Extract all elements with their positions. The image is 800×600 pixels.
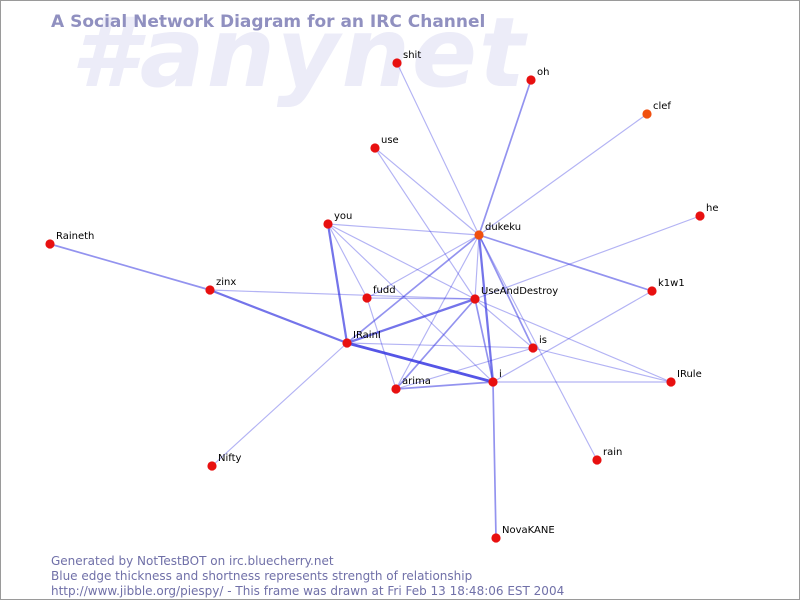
- node-dukeku: [474, 230, 484, 240]
- node-label-he: he: [706, 203, 719, 214]
- edge-use-dukeku: [374, 147, 480, 236]
- channel-watermark: #anynet: [71, 0, 527, 109]
- node-label-NovaKANE: NovaKANE: [502, 525, 555, 536]
- edge-you-UseAndDestroy: [327, 223, 476, 300]
- edge-dukeku-UseAndDestroy: [474, 234, 480, 300]
- node-label-UseAndDestroy: UseAndDestroy: [481, 286, 558, 297]
- node-label-arima: arima: [402, 376, 431, 387]
- node-label-IRule: IRule: [677, 369, 702, 380]
- edge-dukeku-fudd: [366, 234, 480, 299]
- node-fudd: [362, 293, 372, 303]
- node-zinx: [205, 285, 215, 295]
- node-you: [323, 219, 333, 229]
- node-label-Raineth: Raineth: [56, 231, 94, 242]
- node-label-clef: clef: [653, 101, 671, 112]
- node-rain: [592, 455, 602, 465]
- edge-zinx-IRainI: [208, 288, 349, 345]
- edge-is-IRule: [532, 347, 672, 383]
- footer-legend-note: Blue edge thickness and shortness repres…: [51, 569, 473, 583]
- edge-you-fudd: [327, 223, 368, 299]
- node-NovaKANE: [491, 533, 501, 543]
- node-is: [528, 343, 538, 353]
- node-clef: [642, 109, 652, 119]
- node-IRainI: [342, 338, 352, 348]
- node-label-zinx: zinx: [216, 277, 236, 288]
- node-k1w1: [647, 286, 657, 296]
- edge-dukeku-IRainI: [346, 234, 480, 344]
- node-shit: [392, 58, 402, 68]
- edge-fudd-arima: [366, 297, 397, 390]
- edge-UseAndDestroy-i: [474, 298, 494, 383]
- footer-generated-by: Generated by NotTestBOT on irc.bluecherr…: [51, 554, 334, 568]
- node-label-dukeku: dukeku: [485, 222, 521, 233]
- node-label-i: i: [499, 369, 502, 380]
- node-oh: [526, 75, 536, 85]
- edge-shit-dukeku: [396, 62, 480, 236]
- edge-IRainI-UseAndDestroy: [345, 297, 477, 345]
- footer-source-timestamp: http://www.jibble.org/piespy/ - This fra…: [51, 584, 565, 598]
- node-UseAndDestroy: [470, 294, 480, 304]
- edge-zinx-UseAndDestroy: [209, 289, 476, 300]
- edge-you-dukeku: [327, 223, 480, 236]
- node-arima: [391, 384, 401, 394]
- edge-k1w1-i: [492, 290, 653, 383]
- node-label-rain: rain: [603, 447, 622, 458]
- edge-UseAndDestroy-is: [474, 298, 534, 349]
- edge-is-arima: [395, 347, 534, 390]
- node-label-oh: oh: [537, 67, 549, 78]
- edge-he-UseAndDestroy: [474, 215, 701, 300]
- node-he: [695, 211, 705, 221]
- edge-layer: [49, 62, 701, 539]
- edge-oh-dukeku: [478, 79, 532, 236]
- edge-dukeku-is: [478, 234, 534, 349]
- node-label-use: use: [381, 135, 399, 146]
- edge-dukeku-rain: [478, 234, 598, 461]
- node-i: [488, 377, 498, 387]
- edge-you-i: [327, 223, 494, 383]
- edge-UseAndDestroy-IRule: [474, 298, 672, 383]
- node-label-k1w1: k1w1: [658, 278, 685, 289]
- edge-i-NovaKANE: [492, 381, 497, 539]
- edge-you-IRainI: [326, 222, 349, 345]
- node-label-you: you: [334, 211, 352, 222]
- edge-fudd-UseAndDestroy: [366, 297, 476, 300]
- edge-clef-dukeku: [478, 113, 648, 236]
- diagram-title: A Social Network Diagram for an IRC Chan…: [51, 12, 486, 32]
- node-label-fudd: fudd: [373, 285, 396, 296]
- node-Raineth: [45, 239, 55, 249]
- edge-i-arima: [395, 381, 494, 390]
- edge-IRainI-Nifty: [211, 342, 348, 467]
- node-IRule: [666, 377, 676, 387]
- edge-UseAndDestroy-arima: [395, 298, 476, 390]
- node-label-is: is: [539, 335, 547, 346]
- edge-dukeku-i: [477, 233, 495, 384]
- node-use: [370, 143, 380, 153]
- edge-use-UseAndDestroy: [374, 147, 476, 300]
- node-label-Nifty: Nifty: [218, 453, 242, 464]
- node-label-IRainI: IRainI: [353, 330, 381, 341]
- footer: Generated by NotTestBOT on irc.bluecherr…: [51, 554, 564, 599]
- edge-dukeku-k1w1: [478, 234, 653, 292]
- edge-Raineth-zinx: [49, 243, 211, 291]
- edge-IRainI-is: [346, 342, 534, 349]
- node-label-shit: shit: [403, 50, 421, 61]
- node-Nifty: [207, 461, 217, 471]
